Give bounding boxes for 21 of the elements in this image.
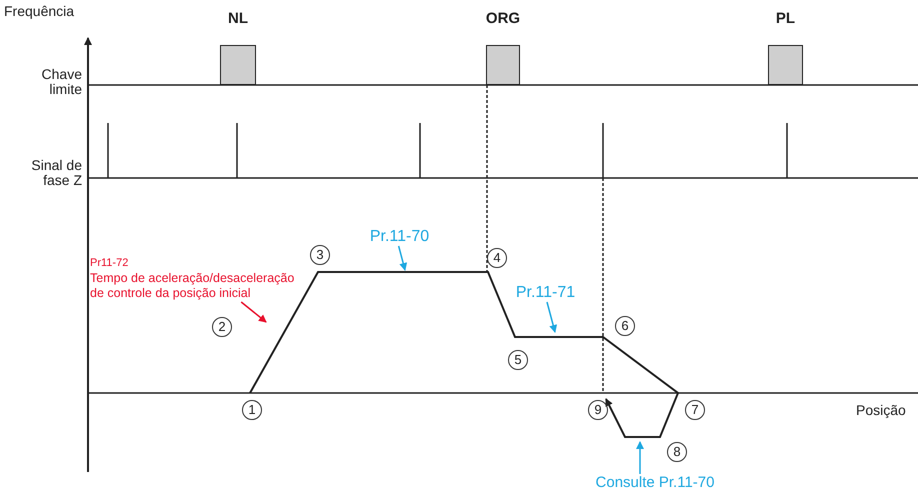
callout-number: 7 xyxy=(685,400,705,420)
switch-label: PL xyxy=(774,10,796,27)
parameter-description: Tempo de aceleração/desaceleração de controle da posição inicial xyxy=(90,271,296,301)
parameter-label: Consulte Pr.11-70 xyxy=(580,474,730,491)
callout-number: 9 xyxy=(588,400,608,420)
callout-number: 2 xyxy=(212,317,232,337)
leader-arrow xyxy=(636,441,644,474)
callout-number: 6 xyxy=(615,316,635,336)
parameter-label: Pr.11-71 xyxy=(508,284,583,302)
callout-number: 3 xyxy=(310,245,330,265)
leader-arrow xyxy=(546,302,558,333)
switch-label: NL xyxy=(227,10,249,27)
switch-label: ORG xyxy=(484,10,522,27)
parameter-code: Pr11-72 xyxy=(90,256,130,271)
leader-arrow xyxy=(398,246,408,271)
callout-number: 5 xyxy=(508,350,528,370)
callout-number: 1 xyxy=(242,400,262,420)
callout-number: 8 xyxy=(667,442,687,462)
parameter-label: Pr.11-70 xyxy=(357,228,442,246)
leader-arrow xyxy=(240,301,267,323)
callout-number: 4 xyxy=(487,248,507,268)
